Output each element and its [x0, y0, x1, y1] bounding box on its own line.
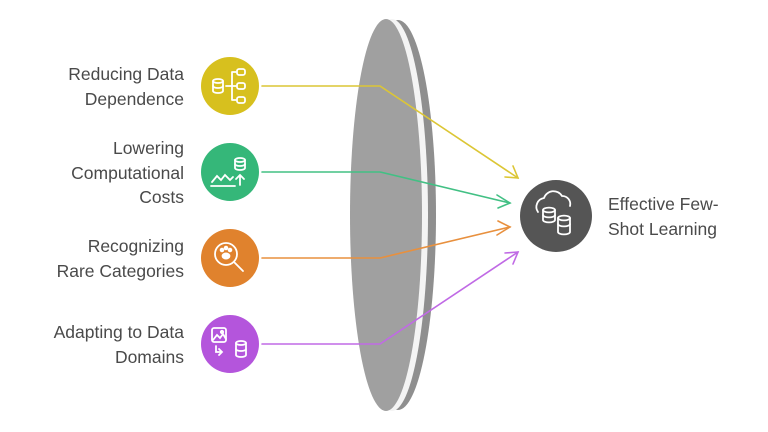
- label-line: Recognizing: [87, 236, 184, 256]
- label-effective-few-shot-learning: Effective Few- Shot Learning: [608, 192, 758, 241]
- connector-line-reducing-data-dependence: [261, 85, 519, 179]
- label-line: Adapting to Data: [53, 322, 184, 342]
- connector-line-adapting-to-data-domains: [261, 251, 519, 345]
- label-line: Effective Few-: [608, 194, 719, 214]
- image-to-database-icon: [211, 327, 247, 358]
- input-circle: [201, 315, 259, 373]
- connector-line-lowering-computational-costs: [261, 171, 511, 204]
- label-adapting-to-data-domains: Adapting to Data Domains: [8, 320, 184, 369]
- paw-magnifier-icon: [214, 242, 244, 272]
- label-line: Dependence: [84, 88, 184, 109]
- label-reducing-data-dependence: Reducing Data Dependence: [8, 62, 184, 111]
- arrowhead-reducing-data-dependence: [504, 165, 520, 179]
- label-line: Rare Categories: [56, 260, 184, 281]
- lens-shape: [350, 19, 436, 411]
- input-node-reducing-data-dependence: [201, 57, 259, 115]
- output-circle: [520, 180, 592, 252]
- label-line: Reducing Data: [68, 64, 184, 84]
- input-circle: [201, 229, 259, 287]
- label-lowering-computational-costs: Lowering Computational Costs: [8, 136, 184, 210]
- database-cost-reduction-icon: [210, 157, 246, 187]
- output-node-effective-few-shot-learning: [520, 180, 592, 252]
- arrowhead-recognizing-rare-categories: [496, 220, 512, 236]
- input-node-recognizing-rare-categories: [201, 229, 259, 287]
- label-recognizing-rare-categories: Recognizing Rare Categories: [8, 234, 184, 283]
- label-line: Shot Learning: [608, 218, 717, 239]
- input-circle: [201, 143, 259, 201]
- arrowhead-adapting-to-data-domains: [504, 251, 520, 265]
- label-line: Costs: [139, 187, 184, 207]
- input-node-adapting-to-data-domains: [201, 315, 259, 373]
- database-hierarchy-icon: [212, 68, 246, 104]
- lens-front: [350, 19, 422, 411]
- label-line: Computational: [71, 162, 184, 183]
- label-line: Domains: [114, 346, 184, 367]
- databases-icon: [535, 190, 572, 236]
- connector-line-recognizing-rare-categories: [261, 226, 511, 259]
- arrowhead-lowering-computational-costs: [496, 194, 512, 209]
- input-node-lowering-computational-costs: [201, 143, 259, 201]
- label-line: Lowering: [112, 138, 184, 158]
